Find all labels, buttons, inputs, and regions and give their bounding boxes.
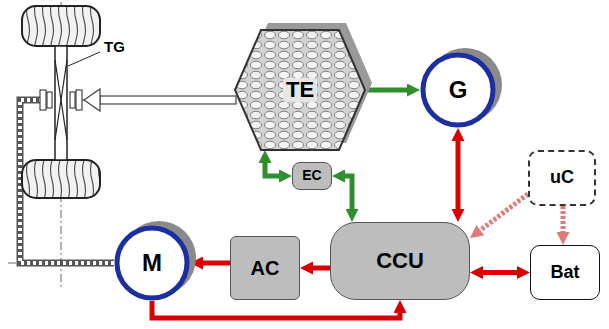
flange: [47, 92, 52, 108]
connector-arrow: [313, 266, 330, 271]
connector-arrow: [480, 194, 528, 230]
node-label: M: [142, 250, 162, 276]
connector-arrow: [203, 261, 230, 266]
ultracap-box: uC: [528, 150, 596, 206]
transmission-gear: [55, 46, 67, 160]
shaft-link: [82, 99, 84, 100]
controller-box: EC: [292, 162, 332, 190]
engine-block: TE: [235, 30, 365, 150]
motor-circle: M: [114, 225, 190, 301]
node-label: uC: [550, 168, 574, 188]
node-label: EC: [302, 168, 321, 183]
control-unit-box: CCU: [330, 222, 470, 300]
circle-ring: [117, 228, 187, 298]
gear-cross: [55, 60, 67, 140]
hexagon-body: [235, 30, 365, 150]
battery-box: Bat: [530, 245, 600, 300]
connector-arrow: [345, 176, 352, 209]
connector-arrow: [561, 206, 566, 232]
node-label: TE: [283, 78, 317, 102]
wheel: [22, 160, 100, 198]
connector-arrow: [265, 163, 279, 176]
node-label: Bat: [550, 263, 579, 283]
engine-shaft: [100, 96, 236, 104]
leader-line: [68, 52, 100, 66]
node-label: G: [449, 77, 468, 103]
part-name: TG: [104, 38, 125, 55]
node-label: CCU: [376, 249, 424, 273]
connector-arrow: [483, 270, 517, 275]
shaft-arrow: [84, 89, 100, 111]
converter-box: AC: [230, 236, 300, 300]
flange: [76, 90, 82, 110]
gear-cross: [55, 60, 67, 140]
wheel: [22, 6, 100, 46]
connector-arrow: [365, 88, 407, 93]
node-label: AC: [251, 257, 280, 279]
circle-ring: [423, 55, 493, 125]
generator-circle: G: [420, 52, 496, 128]
connector-arrow: [152, 301, 400, 318]
flange: [40, 90, 46, 110]
flange: [70, 92, 75, 108]
connector-arrow: [456, 141, 461, 209]
